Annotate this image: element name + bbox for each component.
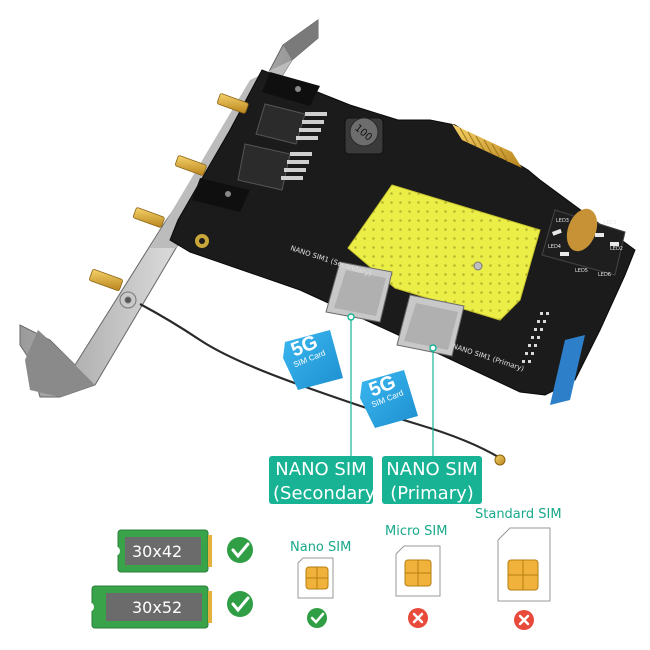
check-icon-30x52 — [227, 591, 253, 617]
m2-card-30x42 — [110, 529, 212, 573]
micro-sim-card — [395, 545, 441, 597]
led-silkscreen-label: LED2 — [610, 246, 623, 252]
antenna-connectors — [89, 93, 249, 309]
check-icon-nano — [307, 608, 327, 628]
pcb-board: 100 NANO SIM1 (Secondary) — [169, 69, 636, 405]
callout-secondary-line1: NANO SIM — [275, 459, 367, 480]
cross-icon-micro — [408, 608, 428, 628]
nano-sim-card — [297, 557, 334, 599]
5g-sim-card-1 — [283, 330, 343, 390]
callout-primary-line2: (Primary) — [390, 483, 474, 504]
m2-size-label-30x52: 30x52 — [132, 598, 183, 617]
led-silkscreen-label: LED5 — [575, 268, 588, 274]
standard-sim-card — [497, 527, 551, 602]
callout-nano-sim-secondary: NANO SIM (Secondary) — [269, 456, 383, 504]
cross-icon-standard — [514, 610, 534, 630]
5g-sim-card-2 — [360, 370, 418, 428]
m2-size-label-30x42: 30x42 — [132, 542, 183, 561]
m2-card-30x52 — [84, 585, 212, 629]
led-silkscreen-label: LED6 — [598, 272, 611, 278]
check-icon-30x42 — [227, 537, 253, 563]
led-silkscreen-label: LED3 — [556, 218, 569, 224]
led-silkscreen-label: LED4 — [548, 244, 561, 250]
led-silkscreen-label: LED1 — [604, 220, 617, 226]
callout-primary-line1: NANO SIM — [386, 459, 478, 480]
sim-type-label-nano: Nano SIM — [290, 540, 352, 555]
sim-type-label-micro: Micro SIM — [385, 524, 448, 539]
callout-secondary-line2: (Secondary) — [273, 483, 383, 504]
sim-type-label-standard: Standard SIM — [475, 507, 562, 522]
callout-nano-sim-primary: NANO SIM (Primary) — [382, 456, 482, 504]
